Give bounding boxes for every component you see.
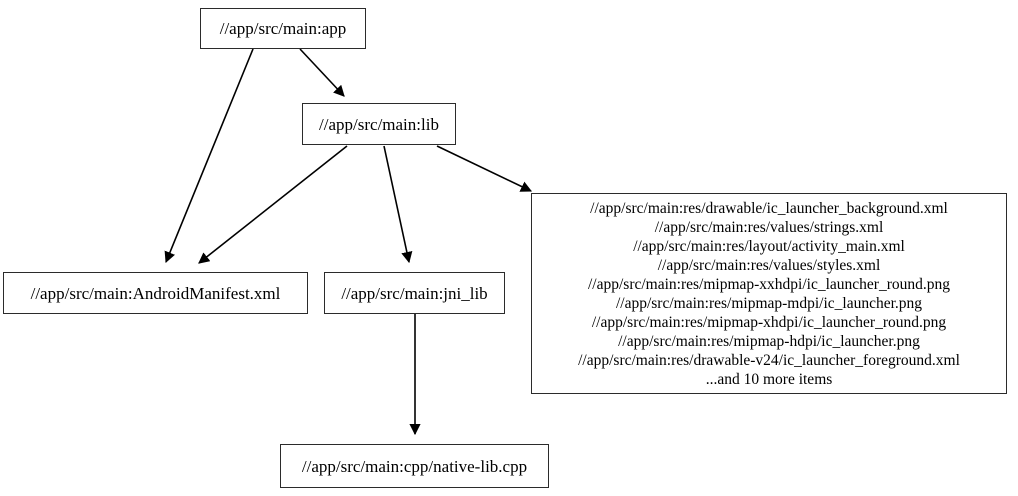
node-jni-lib[interactable]: //app/src/main:jni_lib — [324, 272, 505, 314]
node-res-group[interactable]: //app/src/main:res/drawable/ic_launcher_… — [531, 193, 1007, 394]
edge-app-to-lib — [299, 48, 345, 97]
node-native-lib-cpp[interactable]: //app/src/main:cpp/native-lib.cpp — [280, 444, 549, 488]
node-lib-label: //app/src/main:lib — [319, 114, 439, 134]
edge-app-to-manifest — [164, 48, 254, 264]
node-android-manifest-label: //app/src/main:AndroidManifest.xml — [30, 283, 281, 303]
node-jni-lib-label: //app/src/main:jni_lib — [341, 283, 488, 303]
node-android-manifest[interactable]: //app/src/main:AndroidManifest.xml — [3, 272, 308, 314]
node-native-lib-cpp-label: //app/src/main:cpp/native-lib.cpp — [301, 456, 528, 476]
node-app[interactable]: //app/src/main:app — [200, 8, 366, 49]
edge-lib-to-jni-lib — [383, 145, 413, 264]
node-res-group-label: //app/src/main:res/drawable/ic_launcher_… — [578, 199, 960, 388]
node-app-label: //app/src/main:app — [219, 19, 347, 38]
node-lib[interactable]: //app/src/main:lib — [302, 103, 456, 145]
edge-lib-to-res — [436, 145, 533, 192]
edge-lib-to-manifest — [198, 145, 348, 264]
